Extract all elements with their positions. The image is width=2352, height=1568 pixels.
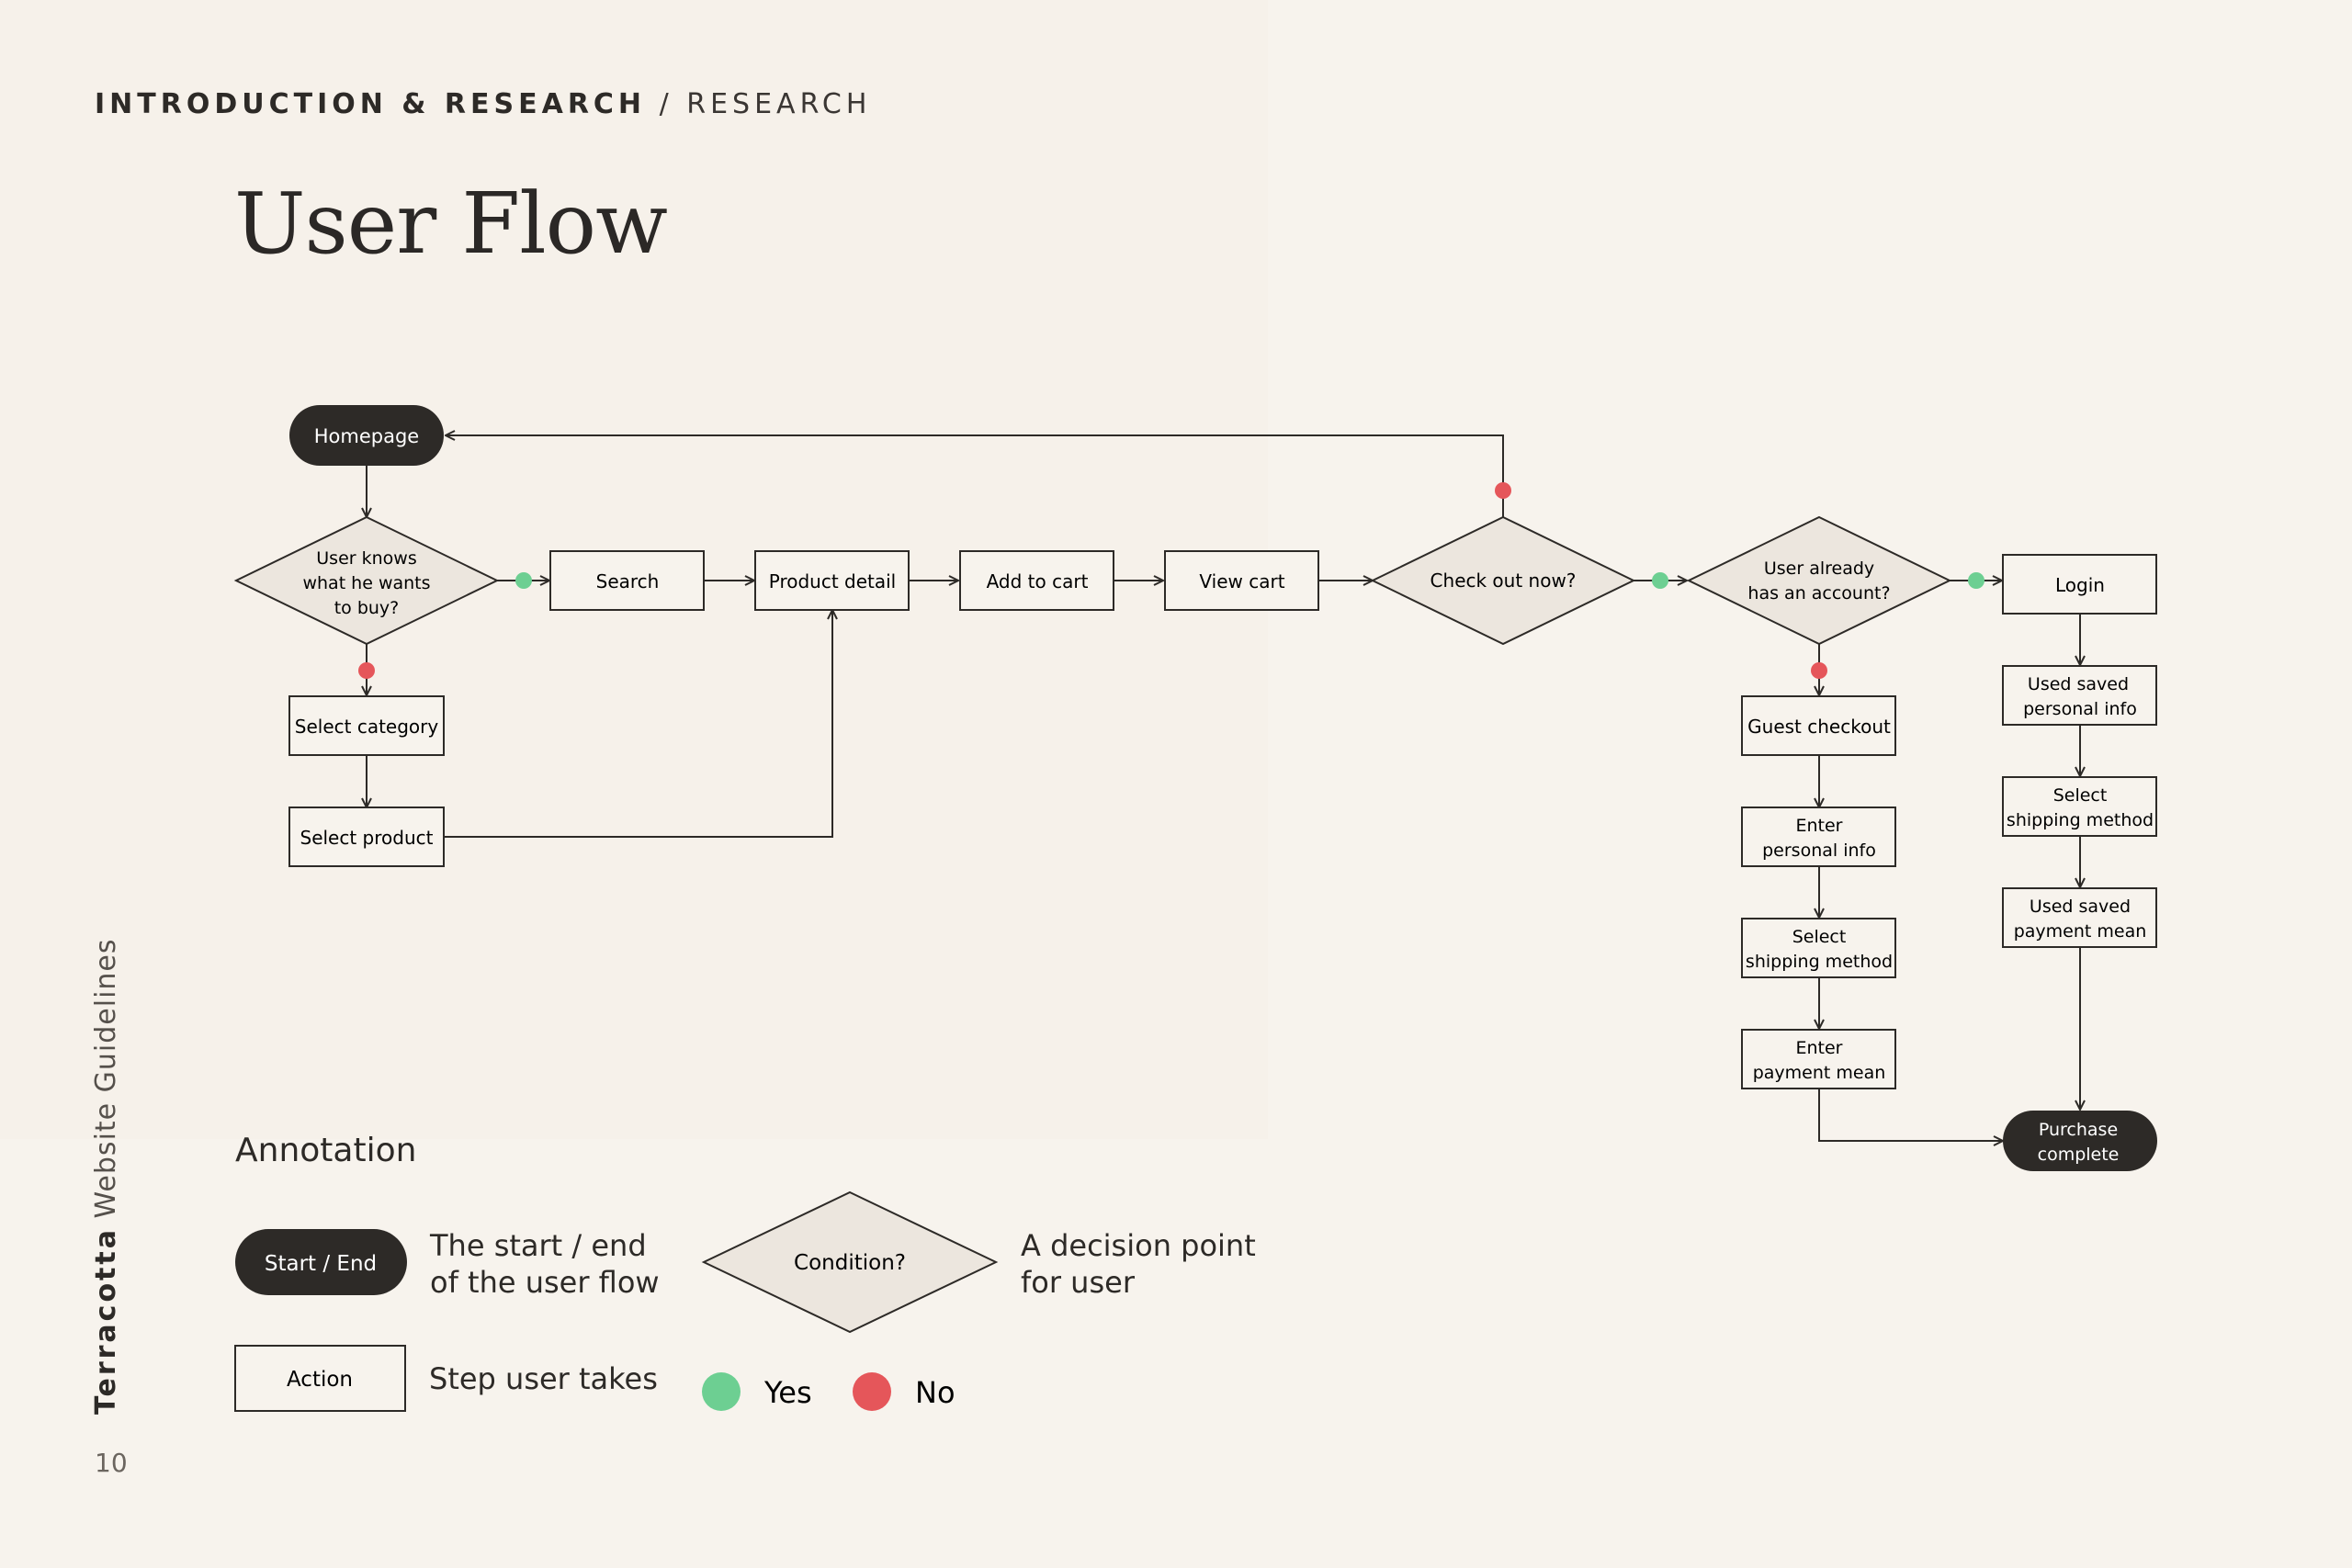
action-used-saved-payment-mean: Used saved payment mean: [2002, 887, 2157, 948]
action-select-product: Select product: [288, 807, 445, 867]
legend-start-end-description: The start / end of the user flow: [430, 1227, 660, 1301]
side-brand-name: Terracotta: [90, 1227, 122, 1415]
legend-action-description: Step user takes: [429, 1360, 658, 1397]
node-homepage-label: Homepage: [314, 425, 419, 447]
action-add-to-cart: Add to cart: [959, 550, 1114, 611]
legend-condition-label: Condition?: [794, 1251, 906, 1275]
action-enter-payment-mean-line2: payment mean: [1753, 1063, 1886, 1083]
legend-start-end-desc-line2: of the user flow: [430, 1265, 660, 1300]
yes-dot-knows: [515, 572, 532, 589]
decision-has-account-line2: has an account?: [1747, 583, 1890, 604]
action-enter-personal-info: Enter personal info: [1741, 807, 1896, 867]
action-used-saved-payment-mean-line2: payment mean: [2014, 921, 2147, 942]
node-purchase-complete-line2: complete: [2038, 1145, 2120, 1165]
legend-condition: Condition?: [701, 1190, 999, 1334]
action-product-detail-label: Product detail: [769, 570, 897, 592]
action-enter-payment-mean: Enter payment mean: [1741, 1029, 1896, 1089]
action-guest-checkout-label: Guest checkout: [1747, 716, 1891, 738]
legend-condition-description: A decision point for user: [1021, 1227, 1256, 1301]
action-product-detail: Product detail: [754, 550, 910, 611]
edge-payment-to-purchase: [1818, 1089, 2003, 1141]
action-used-saved-personal-info: Used saved personal info: [2002, 665, 2157, 726]
legend-yes: Yes: [702, 1372, 812, 1411]
action-login-select-shipping-line2: shipping method: [2007, 810, 2154, 830]
action-login-select-shipping: Select shipping method: [2002, 776, 2157, 837]
action-view-cart-label: View cart: [1199, 570, 1284, 592]
action-add-to-cart-label: Add to cart: [987, 570, 1089, 592]
legend-action-label: Action: [287, 1368, 353, 1392]
node-purchase-complete-line1: Purchase: [2039, 1120, 2118, 1140]
action-guest-select-shipping-line1: Select: [1792, 927, 1847, 947]
action-used-saved-personal-info-line2: personal info: [2023, 699, 2137, 719]
action-used-saved-personal-info-line1: Used saved: [2028, 674, 2129, 694]
legend-condition-desc-line1: A decision point: [1021, 1228, 1256, 1263]
breadcrumb-section: INTRODUCTION & RESEARCH: [95, 88, 647, 120]
page-number: 10: [95, 1448, 128, 1478]
legend-action: Action: [234, 1345, 406, 1412]
legend-no: No: [853, 1372, 956, 1411]
action-enter-payment-mean-line1: Enter: [1796, 1038, 1843, 1058]
decision-user-knows-line2: what he wants: [302, 573, 430, 593]
legend-action-desc-text: Step user takes: [429, 1361, 658, 1396]
action-enter-personal-info-line2: personal info: [1762, 840, 1876, 861]
decision-user-knows: User knows what he wants to buy?: [233, 515, 500, 646]
yes-dot-checkout: [1652, 572, 1668, 589]
legend-start-end: Start / End: [235, 1229, 407, 1295]
action-login-select-shipping-line1: Select: [2053, 785, 2108, 806]
page-title: User Flow: [234, 175, 668, 273]
decision-dots: [358, 482, 1984, 679]
breadcrumb: INTRODUCTION & RESEARCH / RESEARCH: [95, 88, 871, 120]
breadcrumb-separator: /: [659, 88, 673, 120]
legend-no-label: No: [915, 1375, 956, 1410]
action-view-cart: View cart: [1164, 550, 1319, 611]
legend-condition-desc-line2: for user: [1021, 1265, 1135, 1300]
no-dot-checkout: [1495, 482, 1511, 499]
edge-checkout-no-to-homepage: [446, 435, 1504, 517]
action-guest-select-shipping-line2: shipping method: [1746, 952, 1893, 972]
legend-start-end-desc-line1: The start / end: [430, 1228, 647, 1263]
breadcrumb-subsection: RESEARCH: [686, 88, 872, 120]
action-used-saved-payment-mean-line1: Used saved: [2030, 897, 2131, 917]
decision-has-account-line1: User already: [1764, 558, 1874, 579]
action-guest-checkout: Guest checkout: [1741, 695, 1896, 756]
legend-yes-dot: [702, 1372, 741, 1411]
action-search-label: Search: [596, 570, 660, 592]
action-search: Search: [549, 550, 705, 611]
yes-dot-account: [1968, 572, 1984, 589]
side-brand-suffix: Website Guidelines: [90, 938, 122, 1219]
action-login-label: Login: [2055, 574, 2105, 596]
side-brand: Terracotta Website Guidelines: [90, 938, 122, 1415]
action-select-category: Select category: [288, 695, 445, 756]
decision-user-knows-line1: User knows: [316, 548, 416, 569]
action-guest-select-shipping: Select shipping method: [1741, 918, 1896, 978]
node-purchase-complete: Purchase complete: [2003, 1111, 2157, 1171]
decision-check-out-now: Check out now?: [1370, 515, 1636, 646]
action-select-category-label: Select category: [295, 716, 439, 738]
action-select-product-label: Select product: [300, 827, 434, 849]
legend-start-end-label: Start / End: [265, 1252, 377, 1276]
decision-user-knows-line3: to buy?: [334, 598, 400, 618]
no-dot-account: [1811, 662, 1827, 679]
action-enter-personal-info-line1: Enter: [1796, 816, 1843, 836]
no-dot-knows: [358, 662, 375, 679]
legend-no-dot: [853, 1372, 891, 1411]
decision-has-account: User already has an account?: [1686, 515, 1952, 646]
annotation-title: Annotation: [235, 1132, 417, 1169]
edge-product-to-detail: [445, 610, 832, 838]
node-homepage: Homepage: [289, 405, 444, 466]
legend-yes-label: Yes: [763, 1375, 812, 1410]
decision-check-out-now-label: Check out now?: [1430, 570, 1577, 592]
action-login: Login: [2002, 554, 2157, 615]
